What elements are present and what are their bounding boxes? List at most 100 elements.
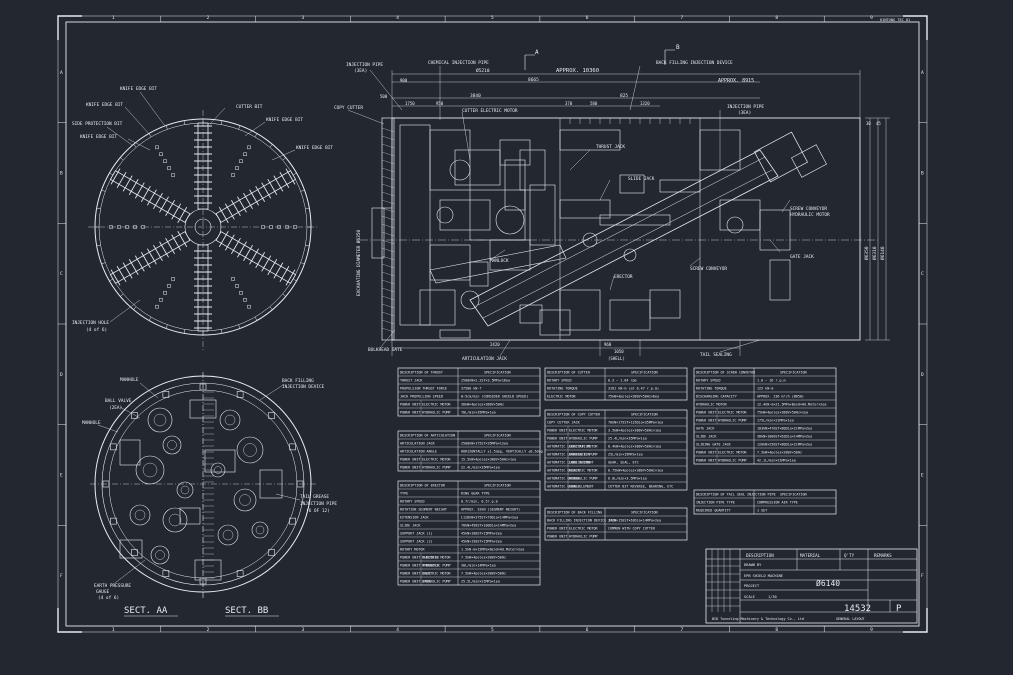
spec-row-label: SLIDE JACK: [696, 435, 717, 439]
section-component: [162, 507, 188, 533]
frame-col-top-1: 1: [112, 15, 115, 21]
label-tail-grease-2: INJECTION PIPE: [300, 501, 337, 507]
section-component: [135, 455, 165, 485]
label-earth-pressure-1: EARTH PRESSURE: [94, 583, 131, 589]
dim-500: 500: [380, 94, 388, 99]
gauge-bit-mark: [148, 316, 152, 321]
spec-row-group: AUTOMATIC LUBRICATION: [547, 461, 590, 465]
spec-row-item: HYDRAULIC PUMP: [422, 580, 451, 584]
spec-table-heading: DESCRIPTION OF THRUST: [400, 371, 443, 375]
spec-row-label: COPY CUTTER JACK: [547, 421, 581, 425]
frame-row-right-E: E: [921, 473, 924, 479]
machine-component: [649, 289, 681, 319]
cutter-bit-mark: [231, 277, 235, 281]
spec-row-label: ROTARY SPEED: [547, 379, 572, 383]
section-detail: [102, 383, 304, 585]
bulkhead-hatch: [381, 327, 395, 333]
gauge-bit-mark: [109, 172, 114, 176]
cutter-spoke: [109, 170, 191, 223]
cutter-bit-mark: [167, 284, 171, 288]
spec-row-group: AUTOMATIC GREASE: [547, 485, 580, 489]
spec-row-value: 30L/min×14MPa×1ea: [461, 564, 496, 568]
cutter-bit-mark: [171, 277, 175, 281]
cutter-bit-mark: [279, 171, 290, 189]
spec-row-item: LUBE ELEMENT: [569, 485, 594, 489]
spec-row-value: COMPRESSION AIR TYPE: [757, 501, 798, 505]
spec-row-value: 7.5kW×4poles×380V×50Hz: [461, 572, 506, 576]
bulkhead-hatch: [381, 207, 395, 213]
spec-row-label: JACK PROPELLING SPEED: [400, 395, 443, 399]
label-articulation-jack: ARTICULATION JACK: [462, 356, 507, 362]
spec-row-group: POWER UNIT: [400, 403, 420, 407]
spec-table-heading: SPECIFICATION: [780, 493, 807, 497]
section-view: MANHOLE BALL VALVE (2EA) MANHOLE BACK FI…: [82, 372, 337, 617]
tb-scale-label: SCALE: [744, 595, 755, 599]
frame-row-left-B: B: [60, 171, 63, 177]
spec-row-value: 1 SET: [757, 509, 767, 513]
spec-row-value: 75kW×4poles×380V×50Hz×1ea: [757, 411, 808, 415]
spec-row-group: POWER UNIT: [696, 451, 716, 455]
dim-30: 30: [866, 121, 871, 126]
dim-approx-8915: APPROX. 8915: [718, 78, 754, 84]
cutter-bit-mark: [122, 262, 133, 279]
spec-row-value: 70kN×450ST×100Dia×14MPa×2ea: [461, 524, 516, 528]
label-knife-edge-bit-2: KNIFE EDGE BIT: [86, 102, 123, 108]
frame-row-left-D: D: [60, 372, 63, 378]
frame-col-top-7: 7: [681, 15, 684, 21]
cutter-bit-mark: [243, 297, 247, 302]
gauge-bit-mark: [300, 189, 305, 192]
label-knife-edge-bit-1: KNIFE EDGE BIT: [120, 86, 157, 92]
frame-col-bot-3: 3: [301, 627, 304, 633]
bulkhead-hatch: [381, 135, 395, 141]
cutter-bit-mark: [110, 168, 121, 185]
dim-2420: 2420: [490, 342, 500, 347]
machine-component: [499, 139, 531, 166]
spec-row-value: 120kN×250ST×80Dia×21MPa×2ea: [757, 443, 812, 447]
tb-drawing-no: 14532: [844, 604, 871, 614]
machine-component: [454, 149, 501, 186]
spec-row-value: 0.7r/min, 0.5r.p.m: [461, 500, 498, 504]
cutter-bit-mark: [255, 251, 266, 269]
thrust-jack-mark: [162, 570, 170, 577]
machine-component: [769, 259, 791, 301]
spec-row-group: POWER UNIT JACK: [400, 572, 432, 576]
cutter-bit-mark: [285, 269, 296, 286]
gauge-bit-mark: [282, 293, 286, 297]
tb-rev: P: [896, 604, 902, 614]
bulkhead-hatch: [381, 167, 395, 173]
bulkhead-hatch: [381, 311, 395, 317]
spec-row-value: 45kN×100ST×15MPa×2ea: [461, 532, 502, 536]
section-component: [119, 539, 143, 559]
cutter-bit-mark: [247, 304, 251, 309]
section-component: [147, 407, 173, 433]
label-injection-pipe: INJECTION PIPE: [346, 62, 383, 68]
section-component: [176, 481, 194, 499]
machine-component: [519, 304, 543, 324]
thrust-jack-mark: [289, 443, 296, 451]
side-view: A B APPROX. 10360 APPROX. 8915 Ø5210 866…: [334, 44, 890, 362]
spec-table-heading: SPECIFICATION: [780, 371, 807, 375]
bulkhead-hatch: [381, 215, 395, 221]
spec-row-value: 3.5kW×4poles×380V×50Hz×1ea: [608, 429, 661, 433]
bulkhead-hatch: [381, 239, 395, 245]
section-component: [155, 550, 165, 560]
machine-component: [623, 248, 637, 262]
cutter-bit-mark: [267, 178, 278, 196]
frame-col-top-2: 2: [207, 15, 210, 21]
gauge-bit-mark: [220, 120, 223, 125]
frame-row-right-D: D: [921, 372, 924, 378]
label-knife-edge-bit-5: KNIFE EDGE BIT: [296, 145, 333, 151]
gauge-bit-mark: [292, 172, 297, 176]
tb-project: PROJECT: [744, 584, 760, 588]
spec-row-group: POWER UNIT: [400, 466, 420, 470]
spec-row-value: 12.4kN·m×21.5MPa×Bend×Hd.Motor×2ea: [757, 403, 826, 407]
cutter-bit-mark: [167, 166, 171, 170]
label-sect-aa: SECT. AA: [124, 606, 168, 616]
frame-col-bot-5: 5: [491, 627, 494, 633]
spec-row-label: ROTARY SPEED: [400, 500, 425, 504]
spec-row-value: 3181 kN·m (at 0.47 r.p.m): [608, 387, 659, 391]
dim-3840: 3840: [470, 93, 481, 99]
gauge-bit-mark: [96, 244, 101, 247]
